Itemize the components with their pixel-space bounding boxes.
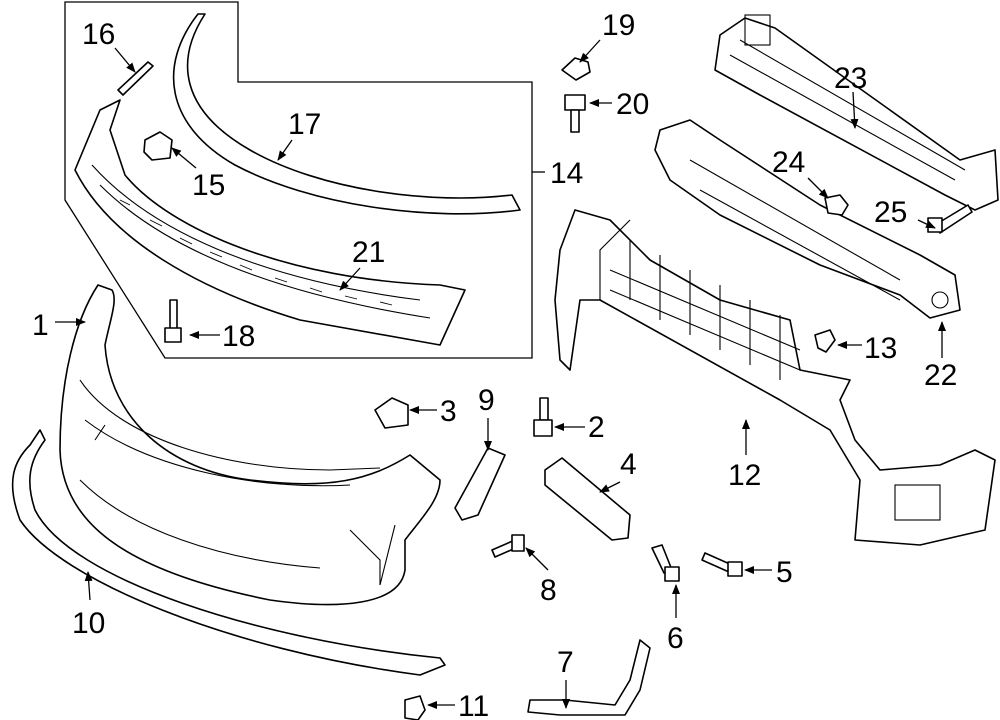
bolt-part-6 xyxy=(651,544,680,582)
callout-12: 12 xyxy=(728,459,761,492)
bolt-part-18 xyxy=(164,299,182,343)
callout-24: 24 xyxy=(772,146,805,179)
bolt-part-8 xyxy=(491,534,525,558)
callout-16: 16 xyxy=(82,18,115,51)
bolt-part-2 xyxy=(533,397,553,437)
upper-cover-strip xyxy=(172,13,521,215)
reinforcement-bar xyxy=(714,14,999,211)
callout-1: 1 xyxy=(32,309,49,342)
clip-part-3 xyxy=(374,397,409,429)
lower-trim-7 xyxy=(527,639,651,716)
callout-18: 18 xyxy=(222,320,255,353)
clip-part-19 xyxy=(561,57,591,81)
bolt-part-25 xyxy=(927,204,973,234)
clip-part-11 xyxy=(404,695,426,720)
callout-8: 8 xyxy=(540,574,557,607)
side-bracket-9 xyxy=(454,447,506,521)
clip-part-13 xyxy=(814,329,836,353)
lower-spoiler xyxy=(11,429,446,676)
callout-3: 3 xyxy=(440,395,457,428)
emblem-part xyxy=(117,61,154,96)
callout-9: 9 xyxy=(478,384,495,417)
callout-20: 20 xyxy=(616,88,649,121)
callout-5: 5 xyxy=(776,556,793,589)
callout-leaders xyxy=(55,39,946,709)
callout-22: 22 xyxy=(924,359,957,392)
callout-4: 4 xyxy=(620,448,637,481)
inset-box-14 xyxy=(64,1,533,359)
callout-2: 2 xyxy=(588,411,605,444)
nut-part-24 xyxy=(824,194,849,216)
bumper-absorber xyxy=(74,99,466,346)
bracket-part-4 xyxy=(544,457,631,541)
callout-15: 15 xyxy=(192,169,225,202)
lower-grille-frame xyxy=(554,209,996,546)
bumper-cover xyxy=(59,284,441,606)
callout-14: 14 xyxy=(550,157,583,190)
bolt-part-5 xyxy=(701,552,743,577)
callout-23: 23 xyxy=(834,62,867,95)
clip-part-15 xyxy=(143,131,173,161)
callout-10: 10 xyxy=(72,607,105,640)
callout-6: 6 xyxy=(667,622,684,655)
bolt-part-20 xyxy=(564,94,586,133)
callout-13: 13 xyxy=(864,332,897,365)
callout-21: 21 xyxy=(352,236,385,269)
callout-17: 17 xyxy=(288,108,321,141)
callout-7: 7 xyxy=(557,646,574,679)
callout-25: 25 xyxy=(874,196,907,229)
callout-19: 19 xyxy=(602,9,635,42)
energy-absorber xyxy=(654,119,961,319)
callout-11: 11 xyxy=(458,690,489,720)
